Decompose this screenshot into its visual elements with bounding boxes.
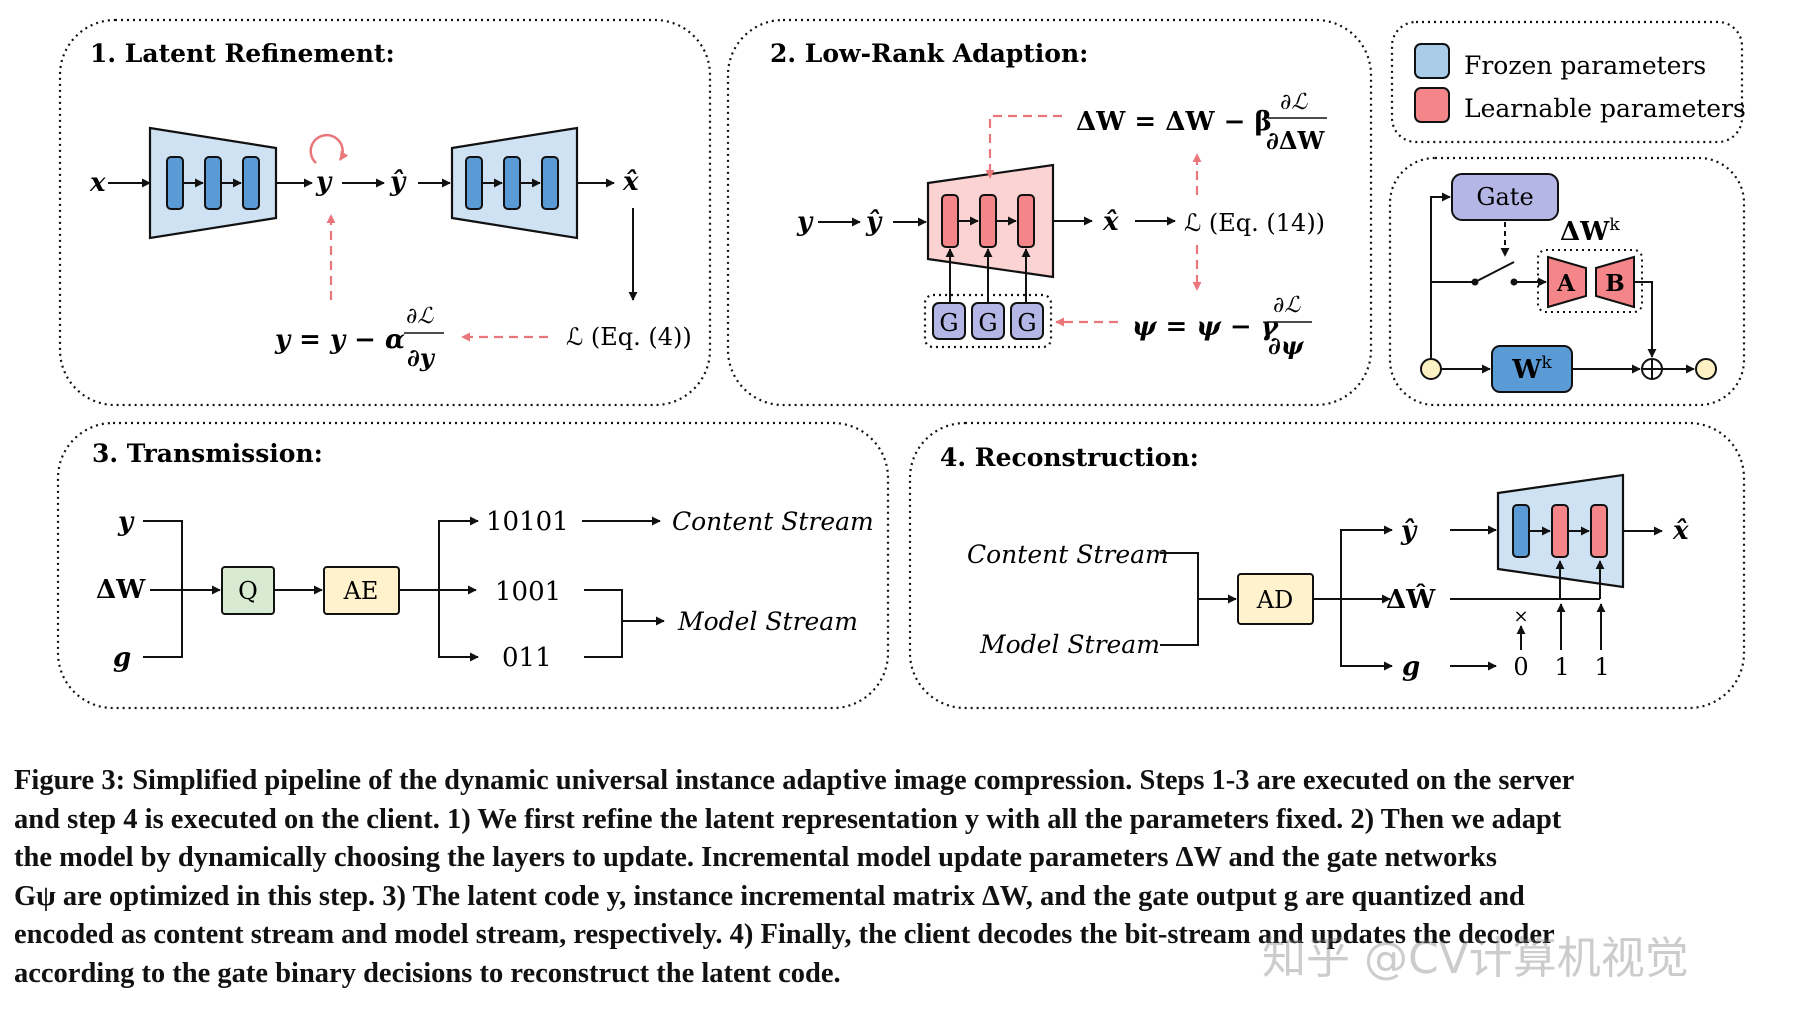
gate-output-node: [1695, 358, 1717, 380]
p3-content-stream: Content Stream: [672, 507, 874, 536]
p2-yhat-label: ŷ: [865, 207, 883, 237]
p1-xhat-label: x̂: [622, 167, 639, 197]
panel-title-2: 2. Low-Rank Adaption:: [770, 39, 1088, 68]
p1-refine-loop-icon: [309, 133, 349, 164]
gate-path-to-gate: [1430, 192, 1451, 359]
p1-enc-layer-2: [204, 156, 222, 210]
p2-loss-label: ℒ (Eq. (14)): [1184, 209, 1325, 237]
p4-gate-bit-1a: 1: [1554, 653, 1569, 681]
p2-psi-update-eq: ψ = ψ − γ: [1132, 312, 1280, 342]
panel-title-3: 3. Transmission:: [92, 439, 323, 468]
p4-dwhat-label: ΔŴ: [1386, 583, 1436, 615]
p2-y-label: y: [796, 207, 814, 237]
panel-gate-block: [1388, 156, 1746, 407]
p2-psi-frac-num: ∂ℒ: [1273, 293, 1301, 318]
caption-line-6: according to the gate binary decisions t…: [14, 957, 841, 989]
p3-ae-label: AE: [343, 577, 379, 605]
p2-xhat-label: x̂: [1102, 207, 1119, 237]
gate-b-block: [1595, 255, 1635, 309]
panel-title-4: 4. Reconstruction:: [940, 443, 1199, 472]
p1-dec-layer-3: [541, 156, 559, 210]
p2-gate-1-label: G: [939, 309, 958, 337]
panel-low-rank-adaption: [726, 18, 1373, 407]
p4-xhat-label: x̂: [1672, 516, 1689, 546]
panel-reconstruction: [908, 421, 1746, 710]
p2-w-frac-num: ∂ℒ: [1280, 90, 1308, 115]
pipeline-diagram: 1. Latent Refinement: 2. Low-Rank Adapti…: [56, 18, 1746, 710]
p3-dw-label: ΔW: [96, 575, 146, 605]
p1-dec-layer-1: [465, 156, 483, 210]
p1-y-label: y: [315, 167, 333, 197]
gate-switch-icon: [1474, 261, 1515, 283]
p2-gate-3-label: G: [1017, 309, 1036, 337]
p1-enc-layer-3: [242, 156, 260, 210]
p4-layer-3: [1590, 504, 1608, 558]
p1-x-label: x: [89, 168, 106, 198]
p4-layer-1: [1512, 504, 1530, 558]
p3-q-label: Q: [238, 577, 258, 605]
p4-g-label: g: [1402, 652, 1420, 682]
p1-frac-num: ∂ℒ: [406, 304, 434, 329]
p2-gate-2-label: G: [978, 309, 997, 337]
p2-layer-1: [941, 194, 959, 248]
gate-b-label: B: [1605, 270, 1624, 297]
legend-frozen-swatch: [1414, 43, 1450, 79]
p3-y-label: y: [117, 507, 135, 537]
panel-latent-refinement: [58, 18, 712, 407]
p4-model-stream: Model Stream: [979, 630, 1160, 659]
p4-layer-2: [1551, 504, 1569, 558]
legend-frozen-label: Frozen parameters: [1464, 51, 1706, 80]
p2-w-update-eq: ΔW = ΔW − β: [1076, 107, 1272, 137]
gate-input-node: [1420, 358, 1442, 380]
panel-legend: [1390, 20, 1744, 144]
caption-line-4: Gψ are optimized in this step. 3) The la…: [14, 880, 1525, 912]
legend-learnable-swatch: [1414, 87, 1450, 123]
p4-yhat-label: ŷ: [1400, 516, 1418, 546]
p1-update-eq: y = y − α: [274, 325, 405, 355]
p1-loss-label: ℒ (Eq. (4)): [566, 323, 692, 351]
p3-bits-model-2: 011: [502, 643, 552, 673]
p2-layer-2: [979, 194, 997, 248]
p4-content-stream: Content Stream: [967, 540, 1169, 569]
legend-learnable-label: Learnable parameters: [1464, 94, 1746, 123]
gate-label: Gate: [1476, 183, 1533, 211]
panel-title-1: 1. Latent Refinement:: [90, 39, 395, 68]
p2-arrow-w-update-decoder: [985, 114, 1062, 179]
p3-bits-content: 10101: [486, 507, 569, 537]
p4-ad-label: AD: [1256, 586, 1294, 614]
gate-dw-label: ΔWk: [1560, 215, 1620, 247]
gate-a-label: A: [1556, 270, 1576, 297]
p1-yhat-label: ŷ: [389, 167, 407, 197]
caption-line-3: the model by dynamically choosing the la…: [14, 842, 1497, 873]
p1-enc-layer-1: [166, 156, 184, 210]
p4-gate-bit-0: 0: [1513, 653, 1528, 681]
caption-line-2: and step 4 is executed on the client. 1)…: [14, 803, 1562, 835]
gate-box: [1451, 173, 1559, 221]
figure-caption: Figure 3: Simplified pipeline of the dyn…: [14, 762, 1792, 993]
gate-w-label: Wk: [1511, 353, 1552, 385]
caption-line-5: encoded as content stream and model stre…: [14, 919, 1555, 950]
p2-layer-3: [1017, 194, 1035, 248]
p1-dec-layer-2: [503, 156, 521, 210]
watermark: 知乎 @CV计算机视觉: [1262, 933, 1689, 984]
p2-psi-frac-den: ∂ψ: [1268, 331, 1305, 360]
p3-g-label: g: [113, 643, 131, 673]
p3-bits-model-1: 1001: [495, 577, 561, 607]
p2-w-frac-den: ∂ΔW: [1266, 126, 1325, 155]
p4-blocked-icon: ×: [1513, 606, 1528, 627]
panel-transmission: [56, 421, 890, 710]
p4-gate-bit-1b: 1: [1594, 653, 1609, 681]
p3-model-stream: Model Stream: [677, 607, 858, 636]
gate-a-block: [1547, 255, 1587, 309]
caption-line-1: Figure 3: Simplified pipeline of the dyn…: [14, 765, 1575, 796]
p1-frac-den: ∂y: [407, 343, 436, 372]
